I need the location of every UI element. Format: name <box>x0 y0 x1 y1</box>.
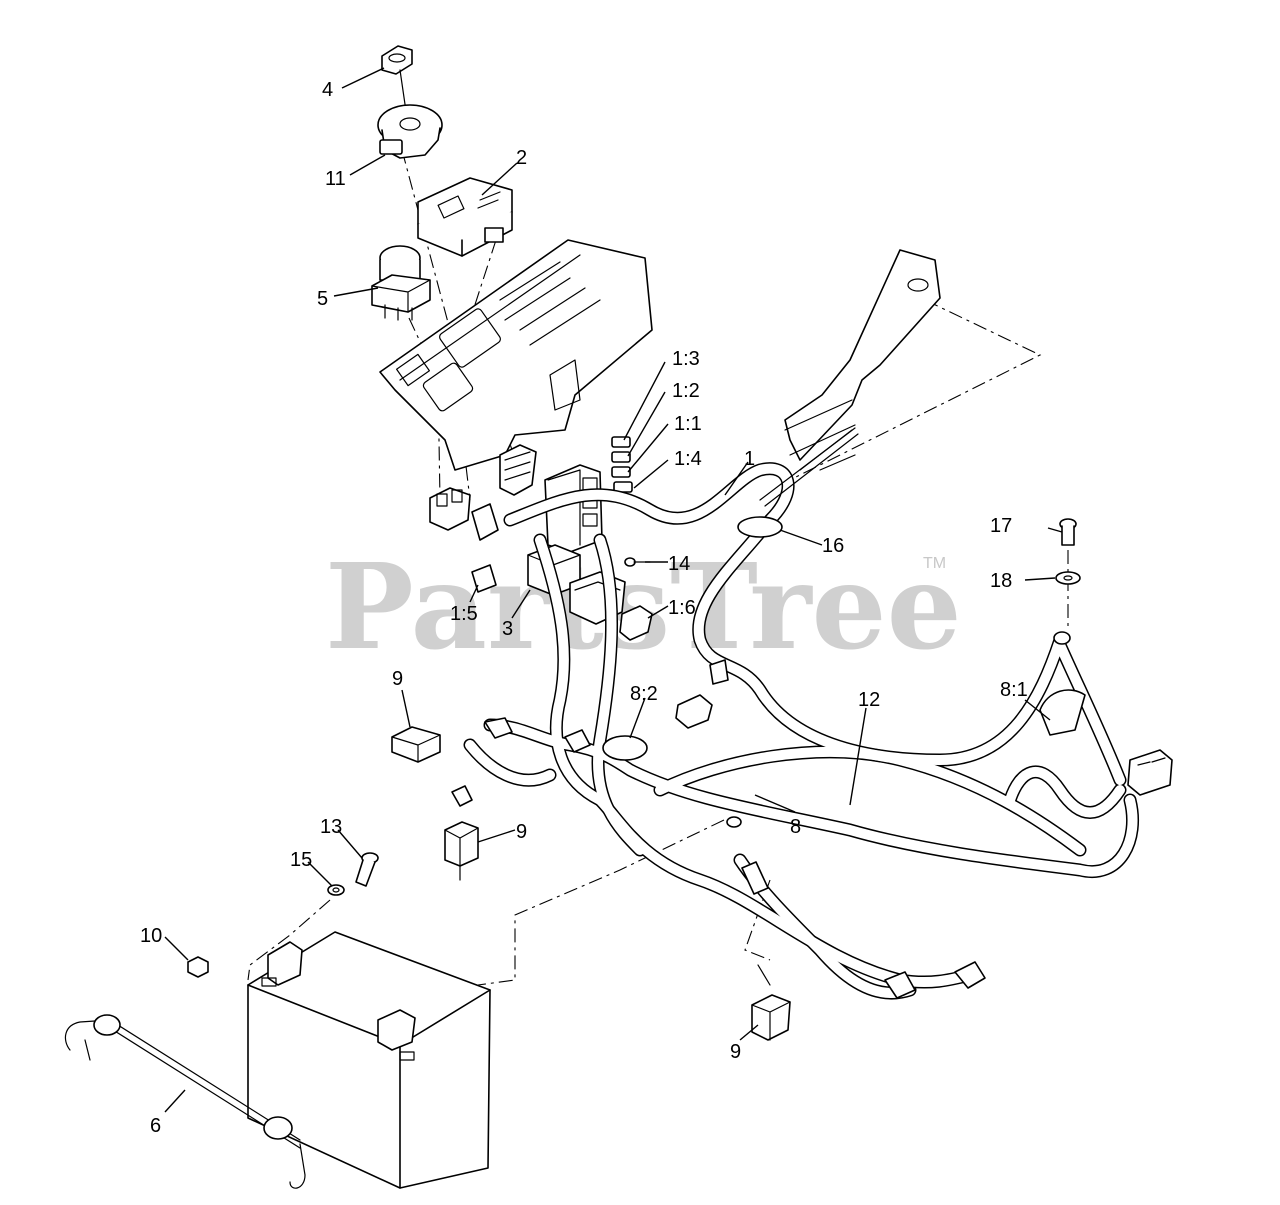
battery <box>247 931 491 1189</box>
callout-1-2: 1:2 <box>672 380 700 402</box>
callout-13: 13 <box>320 816 342 838</box>
battery-bolt <box>355 852 379 887</box>
callout-16: 16 <box>822 535 844 557</box>
cable-tie <box>737 516 783 538</box>
callout-5: 5 <box>317 288 328 310</box>
callout-17: 17 <box>990 515 1012 537</box>
callout-6: 6 <box>150 1115 161 1137</box>
callout-8-2: 8:2 <box>630 683 658 705</box>
fuses <box>611 436 633 493</box>
callout-1-4: 1:4 <box>674 448 702 470</box>
callout-15: 15 <box>290 849 312 871</box>
pto-switch <box>371 245 431 321</box>
callout-10: 10 <box>140 925 162 947</box>
harness-end-connector <box>1039 689 1173 796</box>
callout-9-mid: 9 <box>516 821 527 843</box>
battery-washer <box>327 884 345 896</box>
ignition-switch <box>377 104 443 159</box>
callout-1-1: 1:1 <box>674 413 702 435</box>
grommet <box>602 694 713 761</box>
harness-plug-ends <box>564 659 986 999</box>
safety-switch-bottom <box>741 861 791 1041</box>
callout-12: 12 <box>858 689 880 711</box>
callout-2: 2 <box>516 147 527 169</box>
battery-hold-down-rod <box>64 1014 306 1189</box>
safety-switch-lower <box>444 785 479 881</box>
callout-3: 3 <box>502 618 513 640</box>
callout-14: 14 <box>668 553 690 575</box>
callout-labels: 4 11 2 5 1:3 1:2 1:1 1:4 1 16 14 1:5 3 1… <box>140 79 1028 1137</box>
washer <box>1055 571 1081 585</box>
dash-panel-bracket <box>379 239 653 471</box>
callout-1: 1 <box>744 448 755 470</box>
callout-1-5: 1:5 <box>450 603 478 625</box>
leader-lines <box>164 67 1063 1113</box>
callout-8: 8 <box>790 816 801 838</box>
watermark-trademark: TM <box>923 555 946 572</box>
callout-11: 11 <box>325 168 346 190</box>
callout-9-bottom: 9 <box>730 1041 741 1063</box>
harness-connectors <box>429 444 537 541</box>
ground-bolt <box>1059 518 1077 546</box>
callout-9-top: 9 <box>392 668 403 690</box>
callout-4: 4 <box>322 79 333 101</box>
display-module <box>417 177 513 257</box>
frame-bracket <box>784 249 941 471</box>
battery-nut <box>187 956 209 978</box>
harness-rod <box>759 427 859 507</box>
callout-1-3: 1:3 <box>672 348 700 370</box>
callout-8-1: 8:1 <box>1000 679 1028 701</box>
watermark: PartsTree <box>325 537 962 676</box>
safety-switch-left <box>391 717 513 763</box>
callout-18: 18 <box>990 570 1012 592</box>
callout-1-6: 1:6 <box>668 597 696 619</box>
